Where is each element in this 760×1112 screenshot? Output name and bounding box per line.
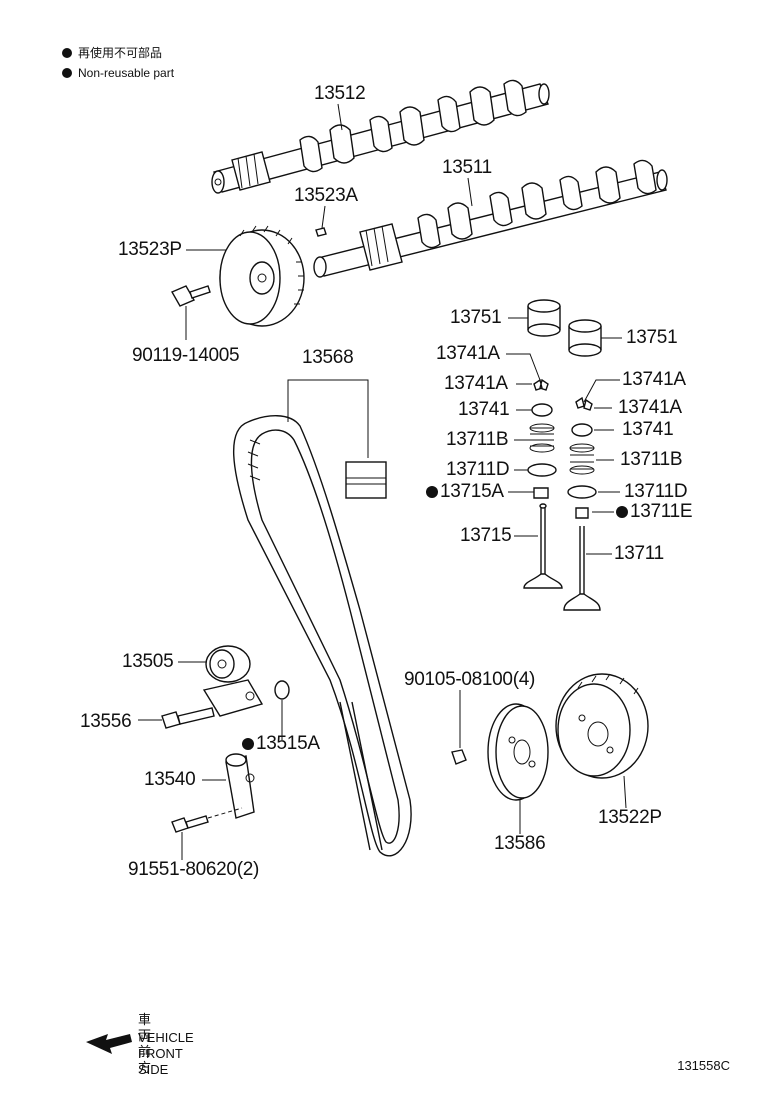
label-13741A-2: 13741A <box>622 369 686 390</box>
bolt-13556 <box>161 707 215 729</box>
label-13568: 13568 <box>302 347 354 368</box>
label-13751-right: 13751 <box>626 327 678 348</box>
label-90119-14005: 90119-14005 <box>132 345 240 366</box>
label-13515A-text: 13515A <box>256 733 320 754</box>
label-13711: 13711 <box>614 543 664 564</box>
idler-pulley-13505 <box>202 645 264 717</box>
label-13515A: 13515A <box>242 734 320 754</box>
legend-dot-icon <box>62 48 72 58</box>
crankshaft-pulley-13522P <box>555 673 649 779</box>
label-13741A-4: 13741A <box>618 397 682 418</box>
bolt-91551-80620 <box>171 815 209 833</box>
label-13522P: 13522P <box>598 807 662 828</box>
valve-train-right <box>563 379 620 611</box>
legend-dot-icon <box>62 68 72 78</box>
legend-jp-text: 再使用不可部品 <box>78 46 163 60</box>
valve-lifter-13751-right <box>568 319 602 357</box>
figure-code: 131558C <box>677 1058 730 1073</box>
plate-13586 <box>487 703 549 801</box>
label-13556: 13556 <box>80 711 132 732</box>
label-13711B-left: 13711B <box>446 429 509 450</box>
label-13741-left: 13741 <box>458 399 510 420</box>
legend-en-text: Non-reusable part <box>78 66 175 80</box>
tensioner-13540 <box>225 753 255 819</box>
label-91551-80620: 91551-80620(2) <box>128 859 260 880</box>
label-90105-08100: 90105-08100(4) <box>404 669 536 690</box>
washer-13515A <box>274 680 290 700</box>
front-direction-arrow-icon <box>86 1034 132 1054</box>
bolt-90105-08100 <box>451 749 467 765</box>
bolt-90119-14005 <box>171 285 211 307</box>
camshaft-13511 <box>313 159 668 278</box>
belt-piece-13568 <box>345 461 387 499</box>
front-en-text: VEHICLE FRONT SIDE <box>138 1030 194 1077</box>
front-jp-text: 車両前方 <box>138 1012 152 1075</box>
timing-belt-13568 <box>232 415 412 857</box>
label-13523P: 13523P <box>118 239 182 260</box>
valve-train-left <box>506 353 563 589</box>
label-13711E-text: 13711E <box>630 501 693 522</box>
label-13586: 13586 <box>494 833 546 854</box>
label-13711E: 13711E <box>616 501 693 522</box>
label-13512: 13512 <box>314 83 366 104</box>
label-13540: 13540 <box>144 769 196 790</box>
pin-13523A <box>315 227 327 237</box>
camshaft-pulley-13523P <box>219 225 305 327</box>
label-13523A: 13523A <box>294 185 358 206</box>
label-13711D-left: 13711D <box>446 459 510 480</box>
label-13751-left: 13751 <box>450 307 502 328</box>
label-13505: 13505 <box>122 651 174 672</box>
label-13711B-right: 13711B <box>620 449 683 470</box>
label-13711D-right: 13711D <box>624 481 688 502</box>
label-13715: 13715 <box>460 525 512 546</box>
label-13741A-1: 13741A <box>436 343 500 364</box>
label-13715A-text: 13715A <box>440 481 504 502</box>
valve-lifter-13751-left <box>527 299 561 337</box>
non-reusable-dot-icon <box>616 506 628 518</box>
non-reusable-dot-icon <box>242 738 254 750</box>
camshaft-13512 <box>211 79 550 194</box>
label-13741A-3: 13741A <box>444 373 508 394</box>
legend-jp: 再使用不可部品 <box>62 46 162 60</box>
label-13511: 13511 <box>442 157 492 178</box>
legend-en: Non-reusable part <box>62 66 174 80</box>
label-13741-right: 13741 <box>622 419 674 440</box>
non-reusable-dot-icon <box>426 486 438 498</box>
label-13715A: 13715A <box>426 482 504 502</box>
